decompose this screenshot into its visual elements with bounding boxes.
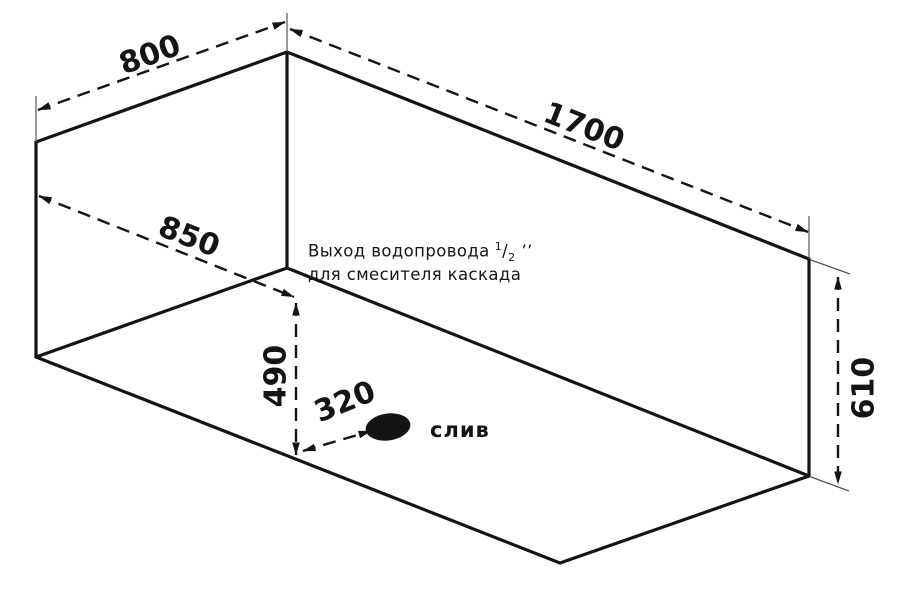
tub-top-rim-edges — [34, 50, 811, 261]
tub-floor-front-edges — [34, 355, 811, 565]
fraction-slash: / — [502, 241, 509, 261]
water-outlet-note-line2: для смесителя каскада — [308, 265, 522, 285]
fraction-numerator: 1 — [494, 240, 503, 253]
extension-line-height-top — [810, 259, 851, 275]
water-outlet-note-line1: Выход водопровода 1/2 ’’ — [308, 238, 533, 266]
note-text: Выход водопровода — [308, 241, 490, 261]
dimension-line-320 — [302, 429, 372, 453]
dimension-line-850 — [38, 194, 295, 299]
water-outlet-note: Выход водопровода 1/2 ’’ для смесителя кас… — [308, 238, 533, 284]
fraction-denominator: 2 — [508, 250, 516, 264]
dimension-line-800 — [37, 20, 286, 112]
tub-floor-back-edges — [34, 266, 811, 478]
dimension-line-1700 — [289, 27, 809, 234]
extension-line-height-bottom — [810, 476, 850, 492]
inch-marks: ’’ — [521, 241, 533, 261]
dimension-value-1700: 1700 — [539, 95, 630, 158]
dimension-value-610: 610 — [847, 357, 882, 420]
dimension-value-490: 490 — [259, 345, 294, 408]
dimension-value-800: 800 — [115, 28, 186, 82]
dimension-value-850: 850 — [153, 209, 224, 264]
drain-label: слив — [430, 418, 490, 442]
drain-hole — [365, 413, 411, 441]
